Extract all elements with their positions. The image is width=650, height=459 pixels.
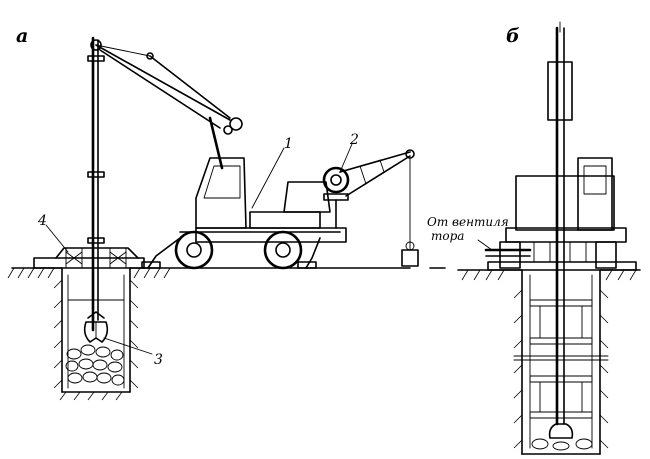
kelly-bar-a	[87, 36, 105, 332]
panel-a-drawing	[7, 36, 446, 401]
spoil-pile-a	[65, 344, 125, 386]
note-from-ventilator-line1: От вентиля	[427, 215, 509, 229]
panel-b-drawing	[457, 21, 641, 455]
crane-boom	[95, 44, 243, 170]
pit-collar-frame	[33, 247, 145, 269]
ground-surface-a	[7, 267, 446, 279]
air-pipe	[477, 239, 532, 257]
callout-1: 1	[284, 136, 293, 152]
callout-4: 4	[37, 213, 47, 229]
panel-label-a: а	[16, 25, 28, 47]
machine-body	[179, 157, 347, 243]
panel-label-b: б	[506, 25, 520, 47]
winch-drum	[322, 166, 350, 229]
rear-jib	[339, 149, 419, 267]
ground-surface-b	[457, 269, 641, 281]
shaft-b	[513, 269, 609, 455]
note-from-ventilator-line2: тора	[431, 229, 464, 243]
machine-rear-view	[487, 157, 637, 271]
callout-3: 3	[154, 352, 163, 368]
kelly-bar-b	[547, 21, 573, 426]
grab-bucket	[83, 311, 109, 343]
outriggers	[141, 237, 321, 269]
wheels	[174, 230, 303, 270]
callout-2: 2	[349, 132, 359, 148]
pit-a	[53, 267, 139, 401]
bucket-b	[531, 423, 593, 451]
callout-leaders-a	[45, 143, 353, 355]
